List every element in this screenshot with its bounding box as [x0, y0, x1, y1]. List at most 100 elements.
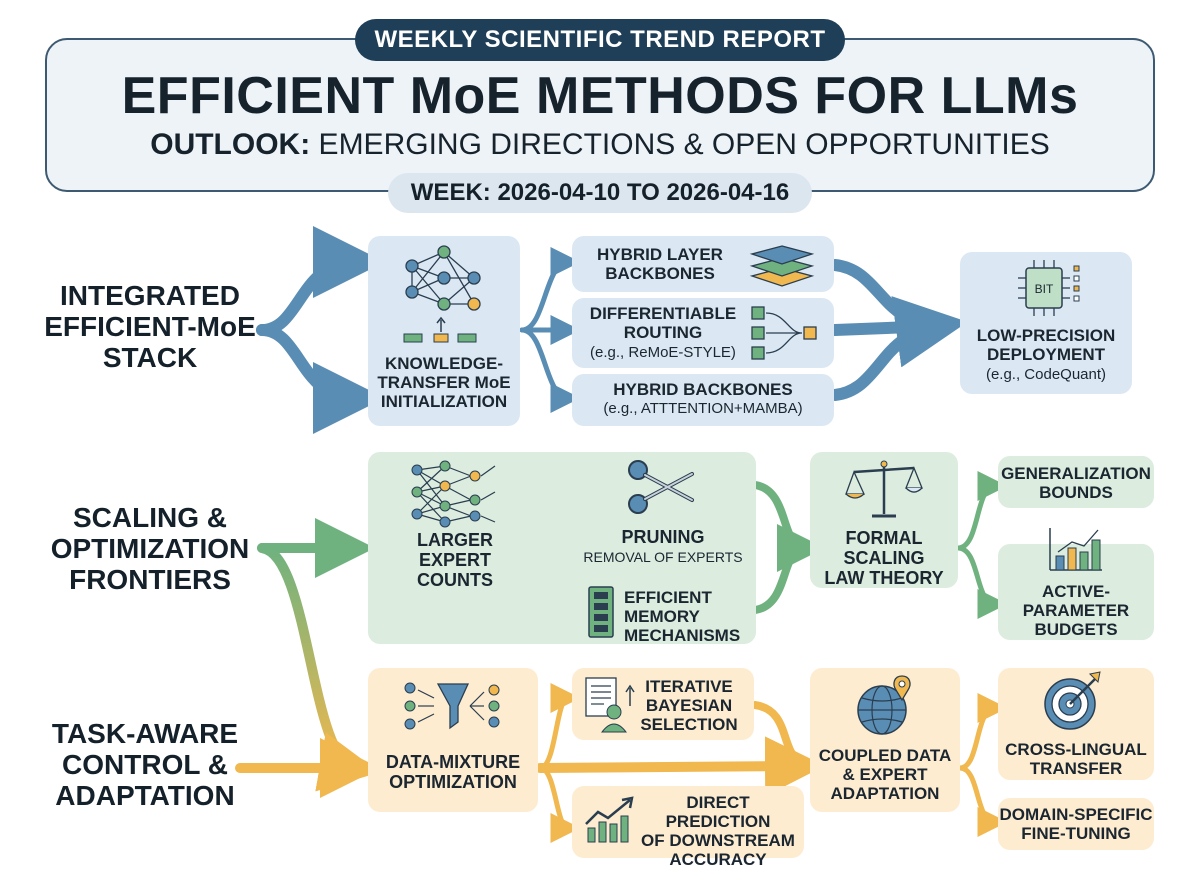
domain-specific-node: [998, 798, 1154, 850]
routing-icon: [751, 306, 817, 360]
hybrid-layer-label: HYBRID LAYER BACKBONES: [580, 245, 740, 283]
row1-arrows: [256, 226, 968, 434]
label-line: TRANSFER: [1029, 759, 1123, 778]
differentiable-routing-note: (e.g., ReMoE-STYLE): [590, 344, 736, 361]
neural-network-icon: [403, 245, 481, 343]
hybrid-backbones-node: [572, 374, 834, 426]
label-line: FORMAL: [845, 528, 923, 548]
document-user-icon: [585, 677, 635, 733]
active-parameter-label: ACTIVE- PARAMETER BUDGETS: [998, 582, 1154, 639]
report-banner: WEEKLY SCIENTIFIC TREND REPORT: [355, 19, 845, 61]
page-title: EFFICIENT MoE METHODS FOR LLMs: [121, 67, 1079, 125]
label-line: & EXPERT: [842, 765, 928, 784]
row-label-scaling: SCALING & OPTIMIZATION FRONTIERS: [40, 502, 260, 595]
row3-arrows: [235, 683, 1008, 843]
label-line: FINE-TUNING: [1021, 824, 1131, 843]
subtitle-text: EMERGING DIRECTIONS & OPEN OPPORTUNITIES: [310, 128, 1050, 161]
layers-icon: [749, 245, 815, 287]
line-chart-icon: [585, 796, 634, 843]
knowledge-transfer-label: KNOWLEDGE- TRANSFER MoE INITIALIZATION: [368, 354, 520, 411]
label-line: DIFFERENTIABLE: [589, 304, 737, 323]
iterative-bayesian-label: ITERATIVE BAYESIAN SELECTION: [630, 677, 748, 734]
funnel-icon: [404, 682, 500, 730]
knowledge-transfer-node: [368, 236, 520, 426]
data-mixture-label: DATA-MIXTURE OPTIMIZATION: [368, 752, 538, 792]
row-label-integrated: INTEGRATED EFFICIENT-MoE STACK: [40, 280, 260, 373]
label-line: HYBRID LAYER: [597, 245, 723, 264]
label-line: DATA-MIXTURE: [385, 752, 521, 772]
hybrid-backbones-title: HYBRID BACKBONES: [613, 380, 793, 399]
bar-chart-icon: [1049, 528, 1102, 571]
cross-lingual-label: CROSS-LINGUAL TRANSFER: [998, 740, 1154, 778]
domain-specific-label: DOMAIN-SPECIFIC FINE-TUNING: [998, 805, 1154, 843]
row-label-task-aware: TASK-AWARE CONTROL & ADAPTATION: [40, 718, 250, 811]
row-label-line: EFFICIENT-MoE: [44, 311, 256, 342]
memory-module-icon: [588, 586, 614, 638]
label-line: BAYESIAN: [645, 696, 733, 715]
label-line: ACCURACY: [669, 850, 767, 869]
label-line: BUDGETS: [1034, 620, 1118, 639]
globe-pin-icon: [857, 675, 911, 735]
row-label-line: ADAPTATION: [55, 780, 235, 811]
chip-label: BIT: [1035, 282, 1054, 296]
row-label-line: FRONTIERS: [69, 564, 231, 595]
expert-network-icon: [411, 460, 496, 528]
formal-scaling-label: FORMAL SCALING LAW THEORY: [810, 528, 958, 588]
label-line: BOUNDS: [1039, 483, 1113, 502]
subtitle-lead: OUTLOOK:: [150, 128, 311, 161]
differentiable-routing-label: DIFFERENTIABLE ROUTING: [578, 304, 748, 342]
row-label-line: STACK: [102, 342, 198, 373]
week-range: WEEK: 2026-04-10 TO 2026-04-16: [388, 173, 812, 213]
generalization-label: GENERALIZATION BOUNDS: [998, 464, 1154, 502]
label-line: OF DOWNSTREAM: [641, 831, 795, 850]
low-precision-note: (e.g., CodeQuant): [985, 366, 1107, 383]
page-subtitle: OUTLOOK: EMERGING DIRECTIONS & OPEN OPPO…: [45, 128, 1155, 162]
label-line: LOW-PRECISION: [976, 326, 1116, 345]
label-line: GENERALIZATION: [1001, 464, 1151, 483]
label-line: LARGER: [417, 530, 493, 550]
label-line: PARAMETER: [1022, 601, 1130, 620]
row-label-line: CONTROL &: [62, 749, 228, 780]
label-line: ADAPTATION: [830, 784, 940, 803]
low-precision-label: LOW-PRECISION DEPLOYMENT: [960, 326, 1132, 364]
label-line: CROSS-LINGUAL: [1005, 740, 1147, 759]
label-line: DOMAIN-SPECIFIC: [999, 805, 1153, 824]
pruning-title: PRUNING: [621, 527, 705, 547]
row-label-line: OPTIMIZATION: [50, 533, 250, 564]
label-line: DIRECT PREDICTION: [665, 793, 771, 831]
row2-to-row3-curve: [257, 543, 380, 792]
label-line: ITERATIVE: [645, 677, 733, 696]
generalization-node: [998, 456, 1154, 508]
label-line: EXPERT: [418, 550, 492, 570]
memory-label: EFFICIENT MEMORY MECHANISMS: [624, 588, 754, 645]
label-line: COUNTS: [417, 570, 493, 590]
target-icon: [1044, 671, 1101, 730]
pruning-note: REMOVAL OF EXPERTS: [583, 549, 743, 565]
label-line: EFFICIENT: [624, 588, 712, 607]
label-line: DEPLOYMENT: [986, 345, 1106, 364]
label-line: LAW THEORY: [824, 568, 944, 588]
direct-prediction-label: DIRECT PREDICTION OF DOWNSTREAM ACCURACY: [634, 793, 802, 869]
label-line: KNOWLEDGE-: [384, 354, 504, 373]
balance-scale-icon: [845, 460, 923, 518]
larger-expert-label: LARGER EXPERT COUNTS: [380, 530, 530, 590]
chip-icon: BIT: [1018, 260, 1080, 316]
label-line: TRANSFER MoE: [377, 373, 511, 392]
label-line: MEMORY: [624, 607, 700, 626]
label-line: INITIALIZATION: [380, 392, 508, 411]
label-line: OPTIMIZATION: [389, 772, 517, 792]
row-label-line: SCALING &: [73, 502, 227, 533]
title-panel: [45, 38, 1155, 192]
label-line: ROUTING: [623, 323, 703, 342]
direct-prediction-node: [572, 786, 804, 858]
coupled-adaptation-label: COUPLED DATA & EXPERT ADAPTATION: [810, 746, 960, 803]
label-line: SCALING: [843, 548, 925, 568]
label-line: ACTIVE-: [1042, 582, 1110, 601]
row-label-line: INTEGRATED: [60, 280, 240, 311]
label-line: MECHANISMS: [624, 626, 741, 645]
label-line: COUPLED DATA: [818, 746, 952, 765]
label-line: SELECTION: [640, 715, 738, 734]
label-line: BACKBONES: [605, 264, 715, 283]
scissors-icon: [628, 460, 694, 514]
hybrid-backbones-note: (e.g., ATTTENTION+MAMBA): [603, 400, 803, 417]
